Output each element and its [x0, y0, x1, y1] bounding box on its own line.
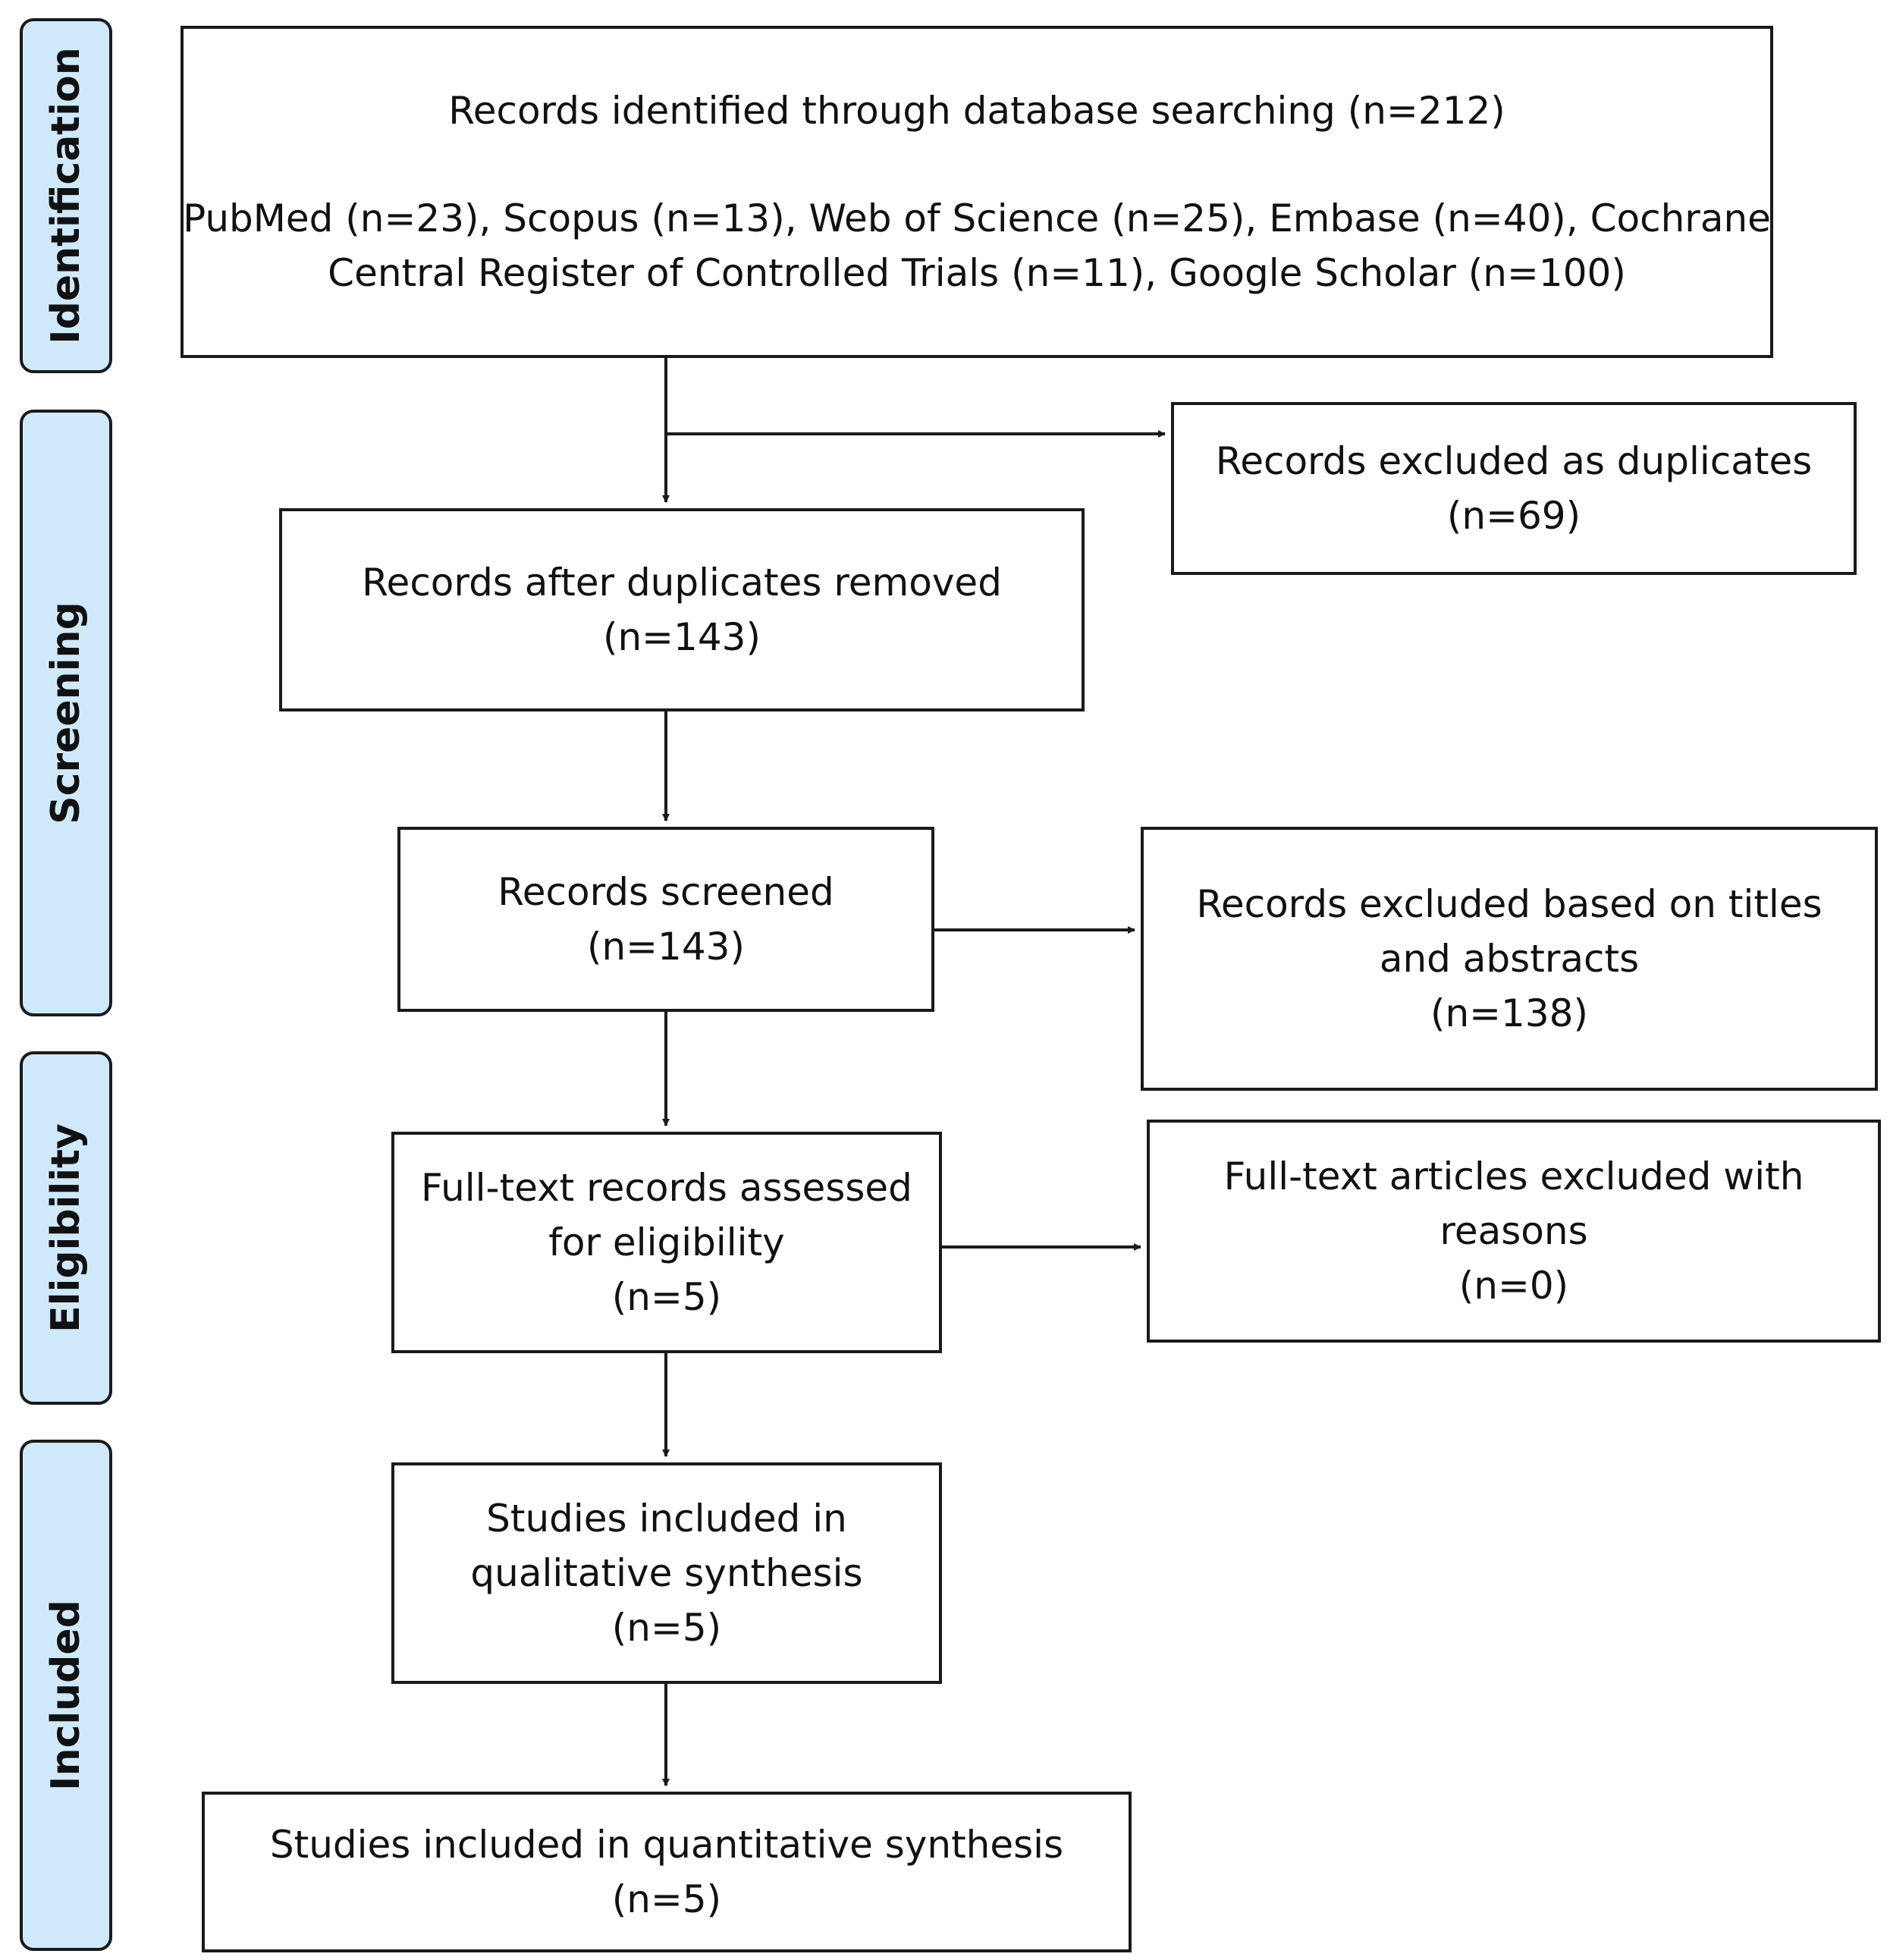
phase-identification: Identification	[20, 18, 112, 373]
excluded-titles-label-1: Records excluded based on titles	[1196, 882, 1822, 926]
fulltext-assessed-label-1: Full-text records assessed	[421, 1166, 912, 1210]
qualitative-synthesis-label-1: Studies included in	[486, 1497, 847, 1541]
phase-eligibility: Eligibility	[20, 1051, 112, 1405]
records-identified-box: Records identified through database sear…	[181, 26, 1773, 358]
after-duplicates-count: (n=143)	[602, 615, 761, 659]
records-screened-box: Records screened (n=143)	[397, 827, 934, 1012]
fulltext-excluded-label-1: Full-text articles excluded with	[1223, 1154, 1804, 1198]
fulltext-excluded-label-2: reasons	[1439, 1209, 1588, 1253]
records-identified-sources-1: PubMed (n=23), Scopus (n=13), Web of Sci…	[183, 196, 1771, 240]
records-identified-title: Records identified through database sear…	[448, 89, 1505, 133]
quantitative-synthesis-box: Studies included in quantitative synthes…	[202, 1792, 1132, 1952]
excluded-titles-count: (n=138)	[1430, 991, 1589, 1035]
quantitative-synthesis-count: (n=5)	[611, 1877, 722, 1921]
after-duplicates-box: Records after duplicates removed (n=143)	[279, 508, 1085, 711]
fulltext-excluded-count: (n=0)	[1458, 1264, 1569, 1308]
excluded-titles-box: Records excluded based on titles and abs…	[1141, 827, 1878, 1091]
fulltext-assessed-count: (n=5)	[611, 1275, 722, 1319]
qualitative-synthesis-count: (n=5)	[611, 1606, 722, 1650]
excluded-titles-label-2: and abstracts	[1379, 937, 1640, 981]
duplicates-excluded-label: Records excluded as duplicates	[1215, 439, 1813, 483]
records-screened-count: (n=143)	[586, 925, 746, 969]
phase-screening: Screening	[20, 410, 112, 1016]
fulltext-assessed-box: Full-text records assessed for eligibili…	[391, 1132, 942, 1353]
records-identified-sources-2: Central Register of Controlled Trials (n…	[328, 251, 1626, 295]
records-screened-label: Records screened	[498, 870, 834, 914]
qualitative-synthesis-box: Studies included in qualitative synthesi…	[391, 1462, 942, 1684]
after-duplicates-label: Records after duplicates removed	[362, 561, 1002, 605]
duplicates-excluded-count: (n=69)	[1446, 494, 1581, 538]
duplicates-excluded-box: Records excluded as duplicates (n=69)	[1171, 402, 1857, 575]
qualitative-synthesis-label-2: qualitative synthesis	[470, 1551, 863, 1595]
fulltext-excluded-box: Full-text articles excluded with reasons…	[1147, 1120, 1881, 1343]
quantitative-synthesis-label: Studies included in quantitative synthes…	[269, 1823, 1064, 1867]
fulltext-assessed-label-2: for eligibility	[548, 1220, 785, 1264]
phase-included: Included	[20, 1440, 112, 1951]
